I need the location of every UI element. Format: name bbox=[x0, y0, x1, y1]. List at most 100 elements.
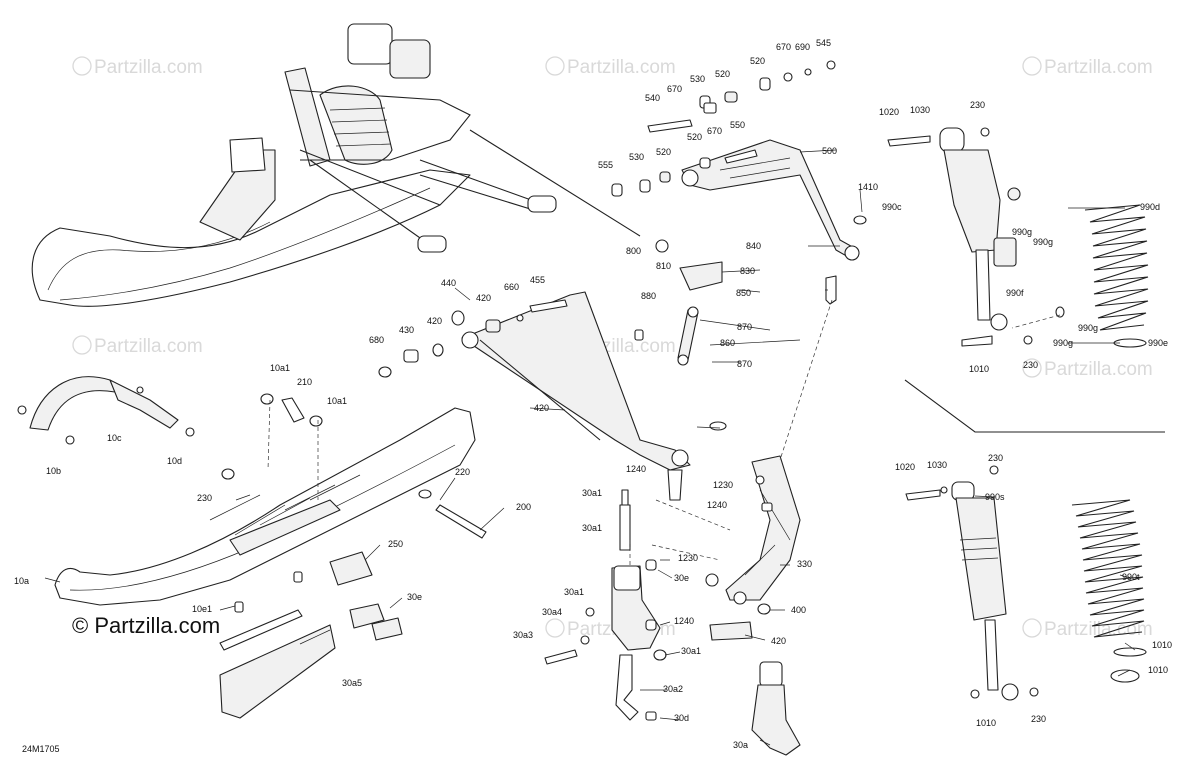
diagram-code: 24M1705 bbox=[22, 744, 60, 754]
callout: 30e bbox=[674, 573, 689, 583]
callout: 520 bbox=[715, 69, 730, 79]
callout: 10d bbox=[167, 456, 182, 466]
callout: 1030 bbox=[927, 460, 947, 470]
callout: 250 bbox=[388, 539, 403, 549]
callout: 455 bbox=[530, 275, 545, 285]
callout: 230 bbox=[970, 100, 985, 110]
alignment-lines bbox=[267, 299, 1061, 565]
callout: 1010 bbox=[1152, 640, 1172, 650]
callout: 30a5 bbox=[342, 678, 362, 688]
callout: 530 bbox=[629, 152, 644, 162]
callout: 30d bbox=[674, 713, 689, 723]
callout: 670 bbox=[667, 84, 682, 94]
spindle-illustration bbox=[544, 469, 683, 721]
watermark: Partzilla.com bbox=[1022, 358, 1153, 380]
callout: 230 bbox=[1031, 714, 1046, 724]
callout: 680 bbox=[369, 335, 384, 345]
ski-lower-illustration bbox=[54, 407, 476, 606]
callout: 30a1 bbox=[582, 488, 602, 498]
callout: 530 bbox=[690, 74, 705, 84]
watermark: Partzilla.com bbox=[545, 56, 676, 78]
callout: 30a2 bbox=[663, 684, 683, 694]
ski-loop-handle-illustration bbox=[17, 376, 195, 445]
callout: 10a1 bbox=[327, 396, 347, 406]
callout: 440 bbox=[441, 278, 456, 288]
hardware-bolts-upper bbox=[611, 60, 867, 225]
callout: 1410 bbox=[858, 182, 878, 192]
callout: 990g bbox=[1053, 338, 1073, 348]
callout: 10b bbox=[46, 466, 61, 476]
callout: 990g bbox=[1033, 237, 1053, 247]
callout: 520 bbox=[656, 147, 671, 157]
callout: 830 bbox=[740, 266, 755, 276]
watermark: Partzilla.com bbox=[72, 335, 203, 357]
callout: 1020 bbox=[895, 462, 915, 472]
callout: 500 bbox=[822, 146, 837, 156]
callout: 420 bbox=[771, 636, 786, 646]
callout: 1240 bbox=[674, 616, 694, 626]
watermark: Partzilla.com bbox=[1022, 56, 1153, 78]
callout: 850 bbox=[736, 288, 751, 298]
callout: 420 bbox=[476, 293, 491, 303]
callout: 840 bbox=[746, 241, 761, 251]
callout: 1010 bbox=[976, 718, 996, 728]
callout: 30a4 bbox=[542, 607, 562, 617]
spindle-300-illustration bbox=[705, 455, 801, 641]
callout: 220 bbox=[455, 467, 470, 477]
callout: 1010 bbox=[1148, 665, 1168, 675]
brand-logo: © Partzilla.com bbox=[72, 613, 221, 638]
callout: 420 bbox=[534, 403, 549, 413]
callout: 420 bbox=[427, 316, 442, 326]
callout: 990g bbox=[1078, 323, 1098, 333]
callout: 1240 bbox=[626, 464, 646, 474]
svg-text:Partzilla.com: Partzilla.com bbox=[1044, 57, 1153, 78]
callout: 810 bbox=[656, 261, 671, 271]
callout: 10e1 bbox=[192, 604, 212, 614]
callout: 1020 bbox=[879, 107, 899, 117]
ski-hardware-illustration bbox=[221, 393, 487, 641]
callout: 30a3 bbox=[513, 630, 533, 640]
callout: 430 bbox=[399, 325, 414, 335]
watermark: Partzilla.com bbox=[1022, 618, 1153, 640]
leader-lines bbox=[44, 149, 1136, 746]
skag-illustration bbox=[219, 571, 336, 719]
svg-text:Partzilla.com: Partzilla.com bbox=[1044, 619, 1153, 640]
callout: 990e bbox=[1148, 338, 1168, 348]
callout: 30a bbox=[733, 740, 748, 750]
spring-lower-illustration bbox=[1071, 499, 1147, 683]
upper-a-arm-illustration bbox=[681, 139, 860, 261]
callout: 30a1 bbox=[582, 523, 602, 533]
callout: 660 bbox=[504, 282, 519, 292]
hardware-bushings-middle bbox=[378, 310, 644, 378]
callout: 540 bbox=[645, 93, 660, 103]
callout: 990d bbox=[1140, 202, 1160, 212]
callout: 690 bbox=[795, 42, 810, 52]
spring-upper-illustration bbox=[1084, 204, 1149, 348]
callout: 1010 bbox=[969, 364, 989, 374]
callout: 990s bbox=[985, 492, 1005, 502]
callout: 30e bbox=[407, 592, 422, 602]
callout: 1240 bbox=[707, 500, 727, 510]
callout: 330 bbox=[797, 559, 812, 569]
callout: 550 bbox=[730, 120, 745, 130]
callout: 520 bbox=[750, 56, 765, 66]
callout: 230 bbox=[988, 453, 1003, 463]
callout: 230 bbox=[1023, 360, 1038, 370]
callout: 545 bbox=[816, 38, 831, 48]
callout: 990f bbox=[1006, 288, 1024, 298]
shock-lower-illustration bbox=[905, 465, 1039, 701]
callout: 10a bbox=[14, 576, 29, 586]
callout: 990g bbox=[1012, 227, 1032, 237]
callout: 520 bbox=[687, 132, 702, 142]
callout: 230 bbox=[197, 493, 212, 503]
callout: 400 bbox=[791, 605, 806, 615]
callout: 870 bbox=[737, 359, 752, 369]
callout: 670 bbox=[707, 126, 722, 136]
callout: 200 bbox=[516, 502, 531, 512]
ski-assembly-illustration bbox=[31, 23, 669, 307]
callout: 555 bbox=[598, 160, 613, 170]
lower-a-arm-illustration bbox=[461, 261, 837, 471]
spindle-30a-illustration bbox=[751, 661, 801, 756]
svg-text:Partzilla.com: Partzilla.com bbox=[567, 57, 676, 78]
